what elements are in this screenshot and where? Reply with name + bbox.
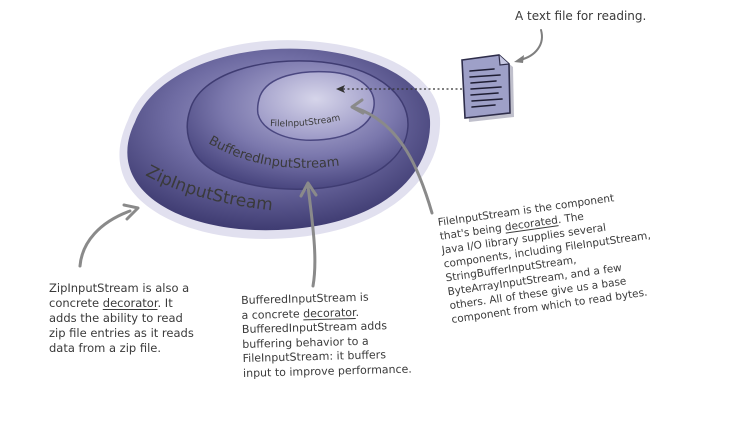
file-input-stream-core xyxy=(256,70,375,141)
text-file-icon xyxy=(461,54,514,122)
zip-note-line: zip file entries as it reads xyxy=(49,326,194,340)
zip-note-line: data from a zip file. xyxy=(49,341,162,355)
file-note-arrow xyxy=(350,98,434,215)
buffered-note-arrow xyxy=(299,181,318,288)
zip-note-line: concrete decorator. It xyxy=(49,296,173,310)
zip-note: ZipInputStream is also a concrete decora… xyxy=(49,281,194,356)
zip-note-line: ZipInputStream is also a xyxy=(49,281,190,295)
caption-arrow xyxy=(514,29,543,63)
zip-note-line: adds the ability to read xyxy=(49,311,183,325)
read-arrow xyxy=(336,85,462,93)
file-input-stream-layer xyxy=(256,70,375,141)
buffered-note: BufferedInputStream is a concrete decora… xyxy=(241,290,412,381)
text-file-caption: A text file for reading. xyxy=(515,9,646,23)
zip-note-arrow xyxy=(78,203,140,268)
